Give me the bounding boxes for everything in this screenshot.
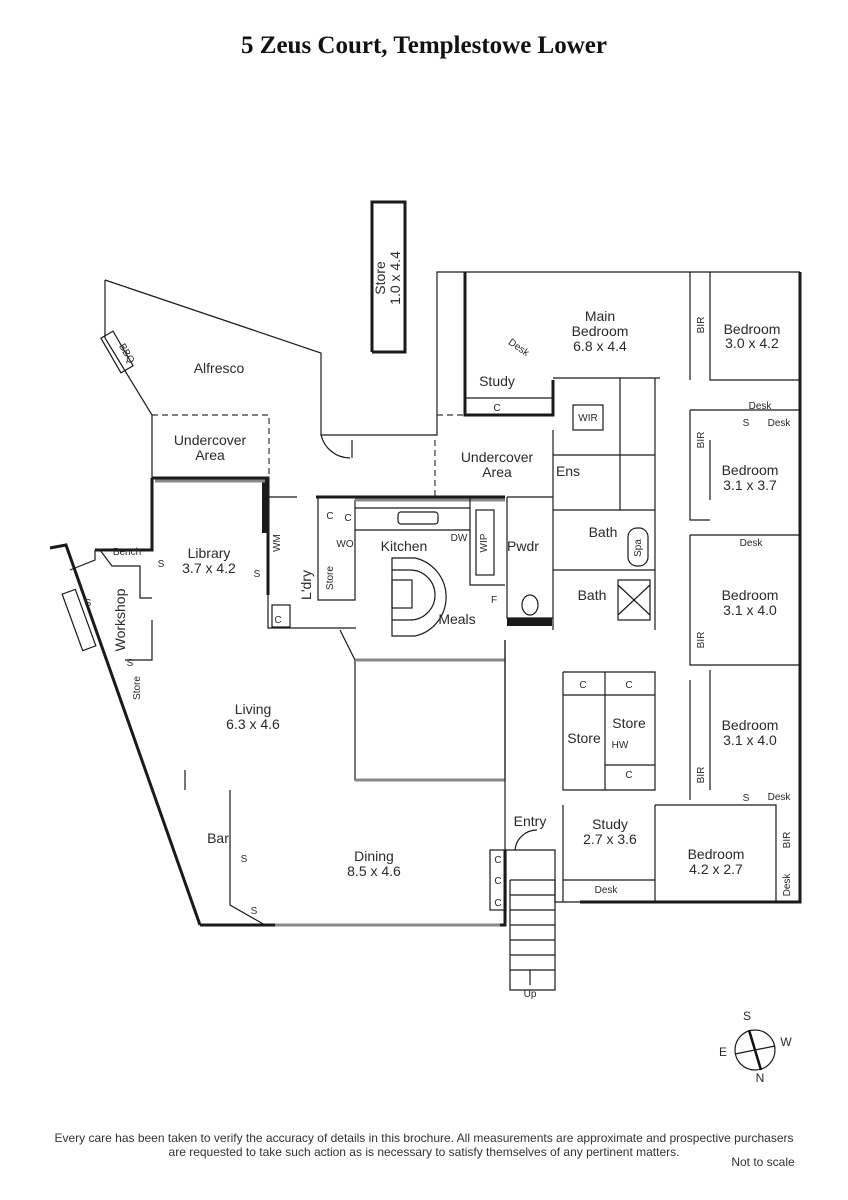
bedroom-5-label: Bedroom bbox=[688, 846, 745, 862]
bedroom-4-s: S bbox=[743, 793, 750, 804]
bath-1-label: Bath bbox=[589, 524, 618, 540]
alfresco-label: Alfresco bbox=[194, 360, 245, 376]
main-bedroom-line2: Bedroom bbox=[572, 323, 629, 339]
workshop-store: Store bbox=[132, 676, 143, 700]
store-1-label: Store bbox=[567, 730, 601, 746]
disclaimer-line1: Every care has been taken to verify the … bbox=[54, 1131, 793, 1145]
compass-west: W bbox=[780, 1035, 792, 1049]
dw-label: DW bbox=[451, 533, 468, 544]
laundry-label: L'dry bbox=[298, 570, 314, 600]
hall-cupboard: C bbox=[579, 680, 586, 691]
disclaimer-line2: are requested to take such action as is … bbox=[169, 1145, 680, 1159]
bedroom-3-label: Bedroom bbox=[722, 587, 779, 603]
bar-s2: S bbox=[251, 906, 258, 917]
study-2-desk: Desk bbox=[595, 885, 619, 896]
spa-label: Spa bbox=[633, 539, 644, 557]
dining-cupboard: C bbox=[494, 855, 501, 866]
library-s2: S bbox=[254, 569, 261, 580]
laundry-cupboard: C bbox=[326, 511, 333, 522]
wip-label: WIP bbox=[479, 533, 490, 552]
bedroom-3-bir: BIR bbox=[696, 632, 707, 649]
meals-label: Meals bbox=[438, 611, 475, 627]
compass-north: N bbox=[756, 1071, 765, 1085]
bedroom-2-dims: 3.1 x 3.7 bbox=[723, 477, 777, 493]
bedroom-2-label: Bedroom bbox=[722, 462, 779, 478]
undercover-1-line2: Area bbox=[195, 447, 225, 463]
dining-cupboard: C bbox=[494, 876, 501, 887]
room-labels: Store 1.0 x 4.4 Alfresco BBQ Undercover … bbox=[85, 251, 793, 1000]
compass: S W E N bbox=[719, 1009, 792, 1085]
bar-s1: S bbox=[241, 854, 248, 865]
compass-east: E bbox=[719, 1045, 727, 1059]
bedroom-5-bir: BIR bbox=[782, 832, 793, 849]
dining-cupboard: C bbox=[494, 898, 501, 909]
dining-dims: 8.5 x 4.6 bbox=[347, 863, 401, 879]
entry-stairs bbox=[509, 879, 556, 991]
store-2-label: Store bbox=[612, 715, 646, 731]
bedroom-5-dims: 4.2 x 2.7 bbox=[689, 861, 743, 877]
store-ext-label: Store bbox=[372, 261, 388, 295]
pwdr-label: Pwdr bbox=[507, 538, 539, 554]
library-label: Library bbox=[188, 545, 231, 561]
wir-label: WIR bbox=[578, 413, 597, 424]
bedroom-1-bir: BIR bbox=[696, 317, 707, 334]
library-s1: S bbox=[158, 559, 165, 570]
study-2-dims: 2.7 x 3.6 bbox=[583, 831, 637, 847]
scale-note: Not to scale bbox=[731, 1155, 795, 1169]
bath-2-label: Bath bbox=[578, 587, 607, 603]
bedroom-3-dims: 3.1 x 4.0 bbox=[723, 602, 777, 618]
undercover-2-line2: Area bbox=[482, 464, 512, 480]
walls bbox=[49, 200, 802, 991]
bedroom-1-s: S bbox=[743, 418, 750, 429]
living-dims: 6.3 x 4.6 bbox=[226, 716, 280, 732]
workshop-s1: S bbox=[85, 598, 92, 609]
ens-label: Ens bbox=[556, 463, 580, 479]
bedroom-5-desk: Desk bbox=[782, 873, 793, 897]
undercover-1-line1: Undercover bbox=[174, 432, 247, 448]
hw-label: HW bbox=[612, 740, 629, 751]
bedroom-1-dims: 3.0 x 4.2 bbox=[725, 335, 779, 351]
fridge-label: F bbox=[491, 595, 497, 606]
bedroom-2-bir: BIR bbox=[696, 432, 707, 449]
bedroom-4-dims: 3.1 x 4.0 bbox=[723, 732, 777, 748]
living-label: Living bbox=[235, 701, 272, 717]
wm-label: WM bbox=[272, 534, 283, 552]
hall-cupboard: C bbox=[625, 770, 632, 781]
wo-label: WO bbox=[336, 539, 353, 550]
bedroom-1-desk1: Desk bbox=[749, 401, 773, 412]
entry-label: Entry bbox=[514, 813, 547, 829]
undercover-2-line1: Undercover bbox=[461, 449, 534, 465]
library-dims: 3.7 x 4.2 bbox=[182, 560, 236, 576]
laundry-cupboard: C bbox=[344, 513, 351, 524]
workshop-label: Workshop bbox=[112, 588, 128, 651]
bar-label: Bar bbox=[207, 830, 229, 846]
workshop-s2: S bbox=[127, 658, 134, 669]
main-bedroom-dims: 6.8 x 4.4 bbox=[573, 338, 627, 354]
store-ext-dims: 1.0 x 4.4 bbox=[387, 251, 403, 305]
bedroom-1-label: Bedroom bbox=[724, 321, 781, 337]
study-1-desk: Desk bbox=[506, 337, 532, 360]
study-1-label: Study bbox=[479, 373, 515, 389]
study-1-cupboard: C bbox=[493, 403, 500, 414]
bedroom-4-label: Bedroom bbox=[722, 717, 779, 733]
stairs-up-label: Up bbox=[524, 989, 537, 1000]
laundry-cupboard: C bbox=[274, 615, 281, 626]
bedroom-1-desk2: Desk bbox=[768, 418, 792, 429]
bedroom-4-bir: BIR bbox=[696, 767, 707, 784]
main-bedroom-line1: Main bbox=[585, 308, 615, 324]
bedroom-2-desk: Desk bbox=[740, 538, 764, 549]
bedroom-4-desk: Desk bbox=[768, 792, 792, 803]
kitchen-label: Kitchen bbox=[381, 538, 428, 554]
study-2-label: Study bbox=[592, 816, 628, 832]
page-title: 5 Zeus Court, Templestowe Lower bbox=[241, 32, 607, 59]
hall-cupboard: C bbox=[625, 680, 632, 691]
compass-south: S bbox=[743, 1009, 751, 1023]
dining-label: Dining bbox=[354, 848, 394, 864]
workshop-bench: Bench bbox=[113, 547, 141, 558]
laundry-store: Store bbox=[325, 566, 336, 590]
